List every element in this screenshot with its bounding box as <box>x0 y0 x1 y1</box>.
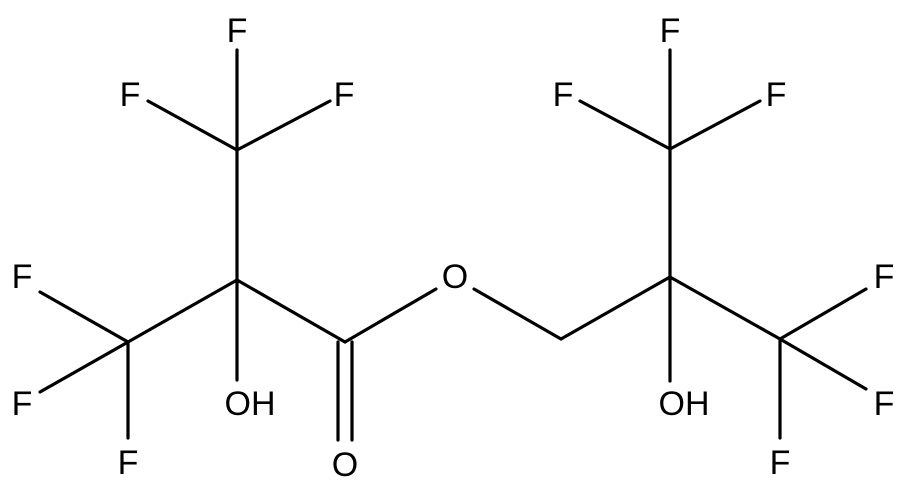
atom-label-f: F <box>874 258 895 296</box>
atom-label-f: F <box>334 76 355 114</box>
atom-label-f: F <box>660 12 681 50</box>
atom-label-f: F <box>118 444 139 482</box>
bond-c6-f-left <box>578 99 672 151</box>
bond-c3-f-upper <box>38 290 130 344</box>
bond-c4-o-ester <box>343 287 438 344</box>
bond-c2-c4 <box>235 278 347 344</box>
atom-label-o-carbonyl: O <box>332 446 358 484</box>
bond-c7-f-lower <box>778 337 868 391</box>
atom-label-f: F <box>766 76 787 114</box>
atom-label-f: F <box>770 444 791 482</box>
atom-label-oh: OH <box>225 385 276 423</box>
bond-ch2-c5 <box>559 275 672 341</box>
atom-label-oh: OH <box>659 385 710 423</box>
atom-label-f: F <box>553 76 574 114</box>
atom-label-f: F <box>12 385 33 423</box>
atom-label-o-ester: O <box>442 258 468 296</box>
bond-c2-c3 <box>126 278 239 344</box>
atom-label-f: F <box>874 385 895 423</box>
atom-label-f: F <box>120 76 141 114</box>
bond-c3-f-lower <box>38 340 130 394</box>
bond-c1-f-right <box>235 99 332 152</box>
bond-o-ester-ch2 <box>472 287 563 341</box>
bond-c5-c7 <box>668 275 782 341</box>
bond-c7-f-upper <box>778 287 868 341</box>
bond-c6-f-right <box>668 99 762 151</box>
atom-label-f: F <box>12 258 33 296</box>
bond-c1-f-left <box>146 99 239 152</box>
atom-label-f: F <box>227 12 248 50</box>
